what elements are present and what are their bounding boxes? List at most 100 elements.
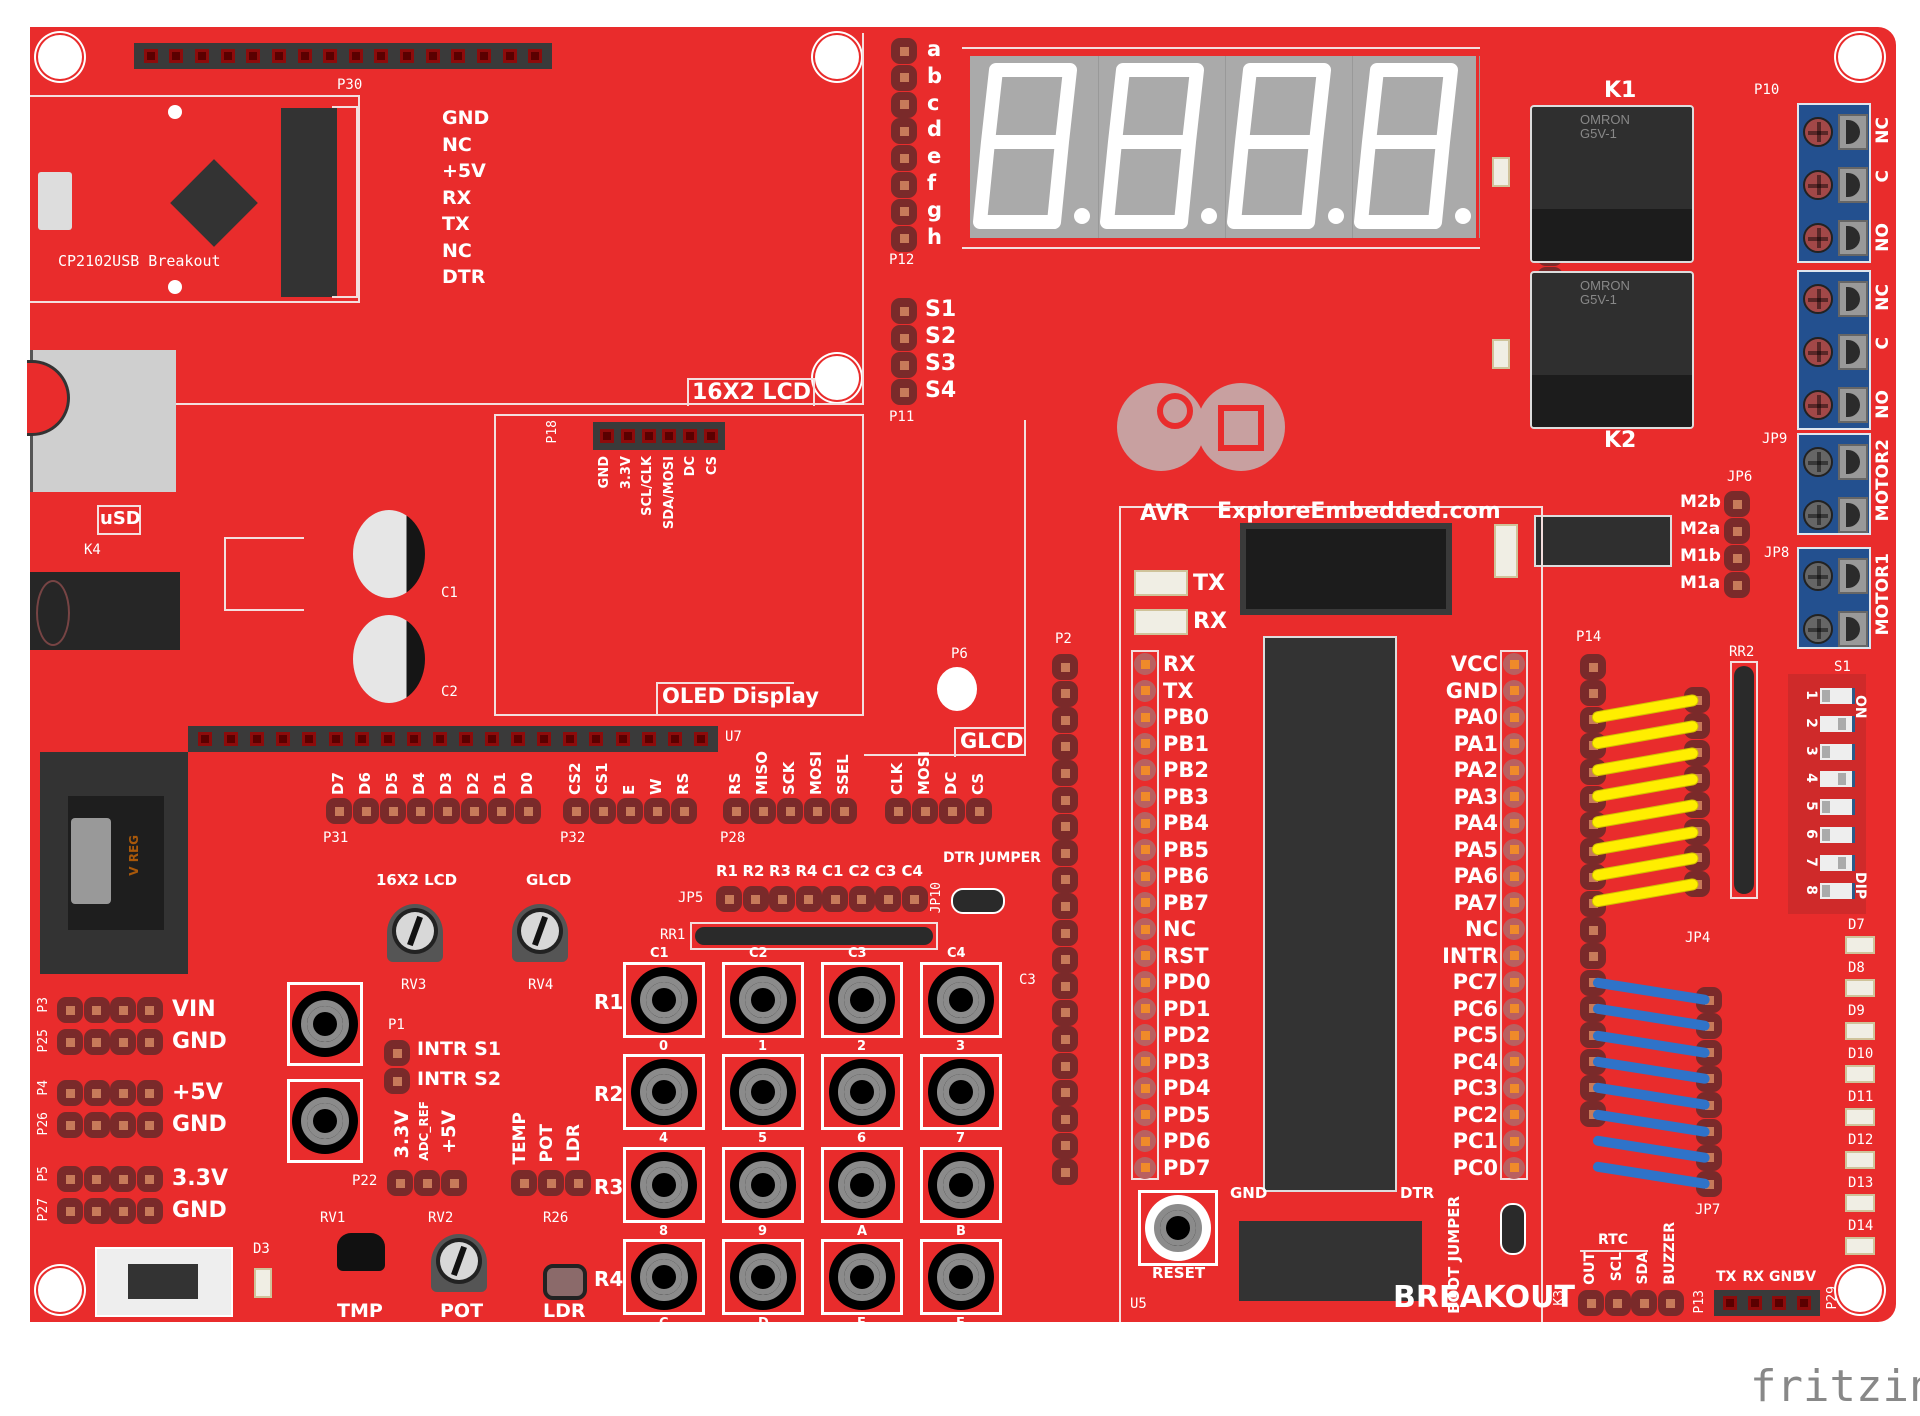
select-pin[interactable] [891,379,917,405]
interrupt-button-s2[interactable] [287,1079,363,1163]
keypad-key-a[interactable] [821,1147,903,1223]
potentiometer[interactable] [428,1228,490,1296]
power-header-pin[interactable] [136,1029,163,1055]
p2-pin[interactable] [1052,707,1078,734]
avr-left-pin[interactable] [1134,812,1156,834]
jp5-pin[interactable] [742,886,769,912]
terminal-screw[interactable] [1803,117,1833,147]
power-header-pin[interactable] [83,1198,110,1224]
jp5-pin[interactable] [795,886,822,912]
power-header-pin[interactable] [136,1080,163,1106]
avr-left-pin[interactable] [1134,785,1156,808]
power-header-pin[interactable] [110,1029,136,1055]
trimpot-glcd[interactable] [509,898,571,966]
motor-pin[interactable] [1724,491,1750,517]
motor-pin[interactable] [1724,545,1750,571]
p14-pin[interactable] [1580,917,1606,943]
keypad-key-c[interactable] [623,1239,705,1315]
terminal-screw[interactable] [1803,170,1833,200]
seg-pin[interactable] [891,145,917,172]
glcd-header[interactable] [188,726,718,752]
power-header-pin[interactable] [83,1080,110,1106]
seg-pin[interactable] [891,118,917,145]
reset-button[interactable] [1138,1190,1218,1266]
select-pin[interactable] [891,298,917,324]
power-header-pin[interactable] [136,997,163,1023]
keypad-key-6[interactable] [821,1054,903,1130]
avr-right-pin[interactable] [1503,679,1525,702]
terminal-screw[interactable] [1803,223,1833,253]
avr-right-pin[interactable] [1503,997,1525,1020]
p14-pin[interactable] [1580,680,1606,707]
p2-pin[interactable] [1052,1132,1078,1159]
terminal-screw[interactable] [1803,614,1833,644]
avr-right-pin[interactable] [1503,759,1525,781]
boot-jumper[interactable] [1500,1203,1526,1255]
avr-left-pin[interactable] [1134,679,1156,702]
p2-pin[interactable] [1052,680,1078,707]
lcd-ctrl-pin[interactable] [617,798,643,824]
keypad-key-2[interactable] [821,962,903,1038]
p2-pin[interactable] [1052,999,1078,1026]
p14-pin[interactable] [1580,654,1606,680]
seg-pin[interactable] [891,64,917,91]
terminal-screw[interactable] [1803,447,1833,477]
p2-pin[interactable] [1052,1053,1078,1079]
terminal-screw[interactable] [1803,390,1833,420]
oled-header[interactable] [593,422,725,450]
avr-left-pin[interactable] [1134,971,1156,993]
power-header-pin[interactable] [136,1198,163,1224]
isp-connector[interactable] [1240,523,1452,615]
avr-right-pin[interactable] [1503,865,1525,887]
avr-right-pin[interactable] [1503,732,1525,755]
p2-pin[interactable] [1052,813,1078,840]
usb-serial-header[interactable] [1239,1221,1422,1301]
intr-pin[interactable] [384,1040,410,1066]
keypad-key-7[interactable] [920,1054,1002,1130]
select-pin[interactable] [891,325,917,351]
keypad-key-8[interactable] [623,1147,705,1223]
motor-pin[interactable] [1724,518,1750,544]
avr-right-pin[interactable] [1503,891,1525,914]
p2-pin[interactable] [1052,1079,1078,1106]
jp5-pin[interactable] [848,886,875,912]
terminal-screw[interactable] [1803,284,1833,314]
avr-left-pin[interactable] [1134,1077,1156,1099]
dip-switch-8[interactable] [1820,882,1855,899]
avr-right-pin[interactable] [1503,1130,1525,1152]
dip-switch-2[interactable] [1820,715,1855,732]
dtr-jumper[interactable] [951,888,1005,914]
seg-pin[interactable] [891,225,917,252]
avr-left-pin[interactable] [1134,838,1156,861]
rtc-pin[interactable] [1604,1290,1631,1316]
avr-left-pin[interactable] [1134,653,1156,675]
adc-pin[interactable] [387,1170,413,1196]
p2-pin[interactable] [1052,654,1078,680]
avr-left-pin[interactable] [1134,759,1156,781]
dip-switch-3[interactable] [1820,743,1855,760]
p2-pin[interactable] [1052,920,1078,946]
avr-left-pin[interactable] [1134,1103,1156,1126]
power-switch-knob[interactable] [128,1264,198,1299]
lcd-ctrl-pin[interactable] [644,798,670,824]
lcd-data-pin[interactable] [380,798,406,824]
lcd-ctrl-pin[interactable] [671,798,697,824]
power-header-pin[interactable] [57,1080,83,1106]
keypad-key-e[interactable] [821,1239,903,1315]
adc-pin[interactable] [441,1170,467,1196]
jp5-pin[interactable] [769,886,795,912]
p2-pin[interactable] [1052,1026,1078,1053]
power-header-pin[interactable] [57,1112,83,1138]
avr-right-pin[interactable] [1503,1156,1525,1179]
keypad-key-b[interactable] [920,1147,1002,1223]
lcd-data-pin[interactable] [353,798,379,824]
avr-left-pin[interactable] [1134,865,1156,887]
sensor-pin[interactable] [511,1170,537,1196]
rtc-pin[interactable] [1631,1290,1657,1316]
avr-right-pin[interactable] [1503,1103,1525,1126]
dip-switch-6[interactable] [1820,827,1855,843]
p2-pin[interactable] [1052,787,1078,813]
oled-spi-pin[interactable] [912,798,938,824]
p14-pin[interactable] [1580,943,1606,970]
lcd-data-pin[interactable] [326,798,352,824]
